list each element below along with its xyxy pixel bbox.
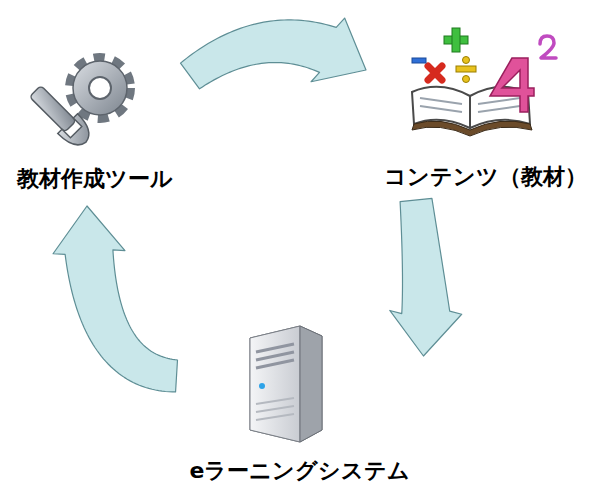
server-icon [250,326,322,442]
icon-node: eラーニングシステム [182,318,419,484]
node-label: eラーニングシステム [188,458,413,484]
node-label: 教材作成ツール [15,166,175,192]
tool-icon [25,60,128,152]
cycle-arrow [53,206,177,392]
icon-node: 教材作成ツール [5,50,185,192]
cycle-arrow [180,18,366,89]
node-label: コンテンツ（教材） [382,164,589,190]
icon-node: コンテンツ（教材） [376,28,595,190]
book-icon [412,28,556,136]
cycle-arrow [390,198,462,356]
